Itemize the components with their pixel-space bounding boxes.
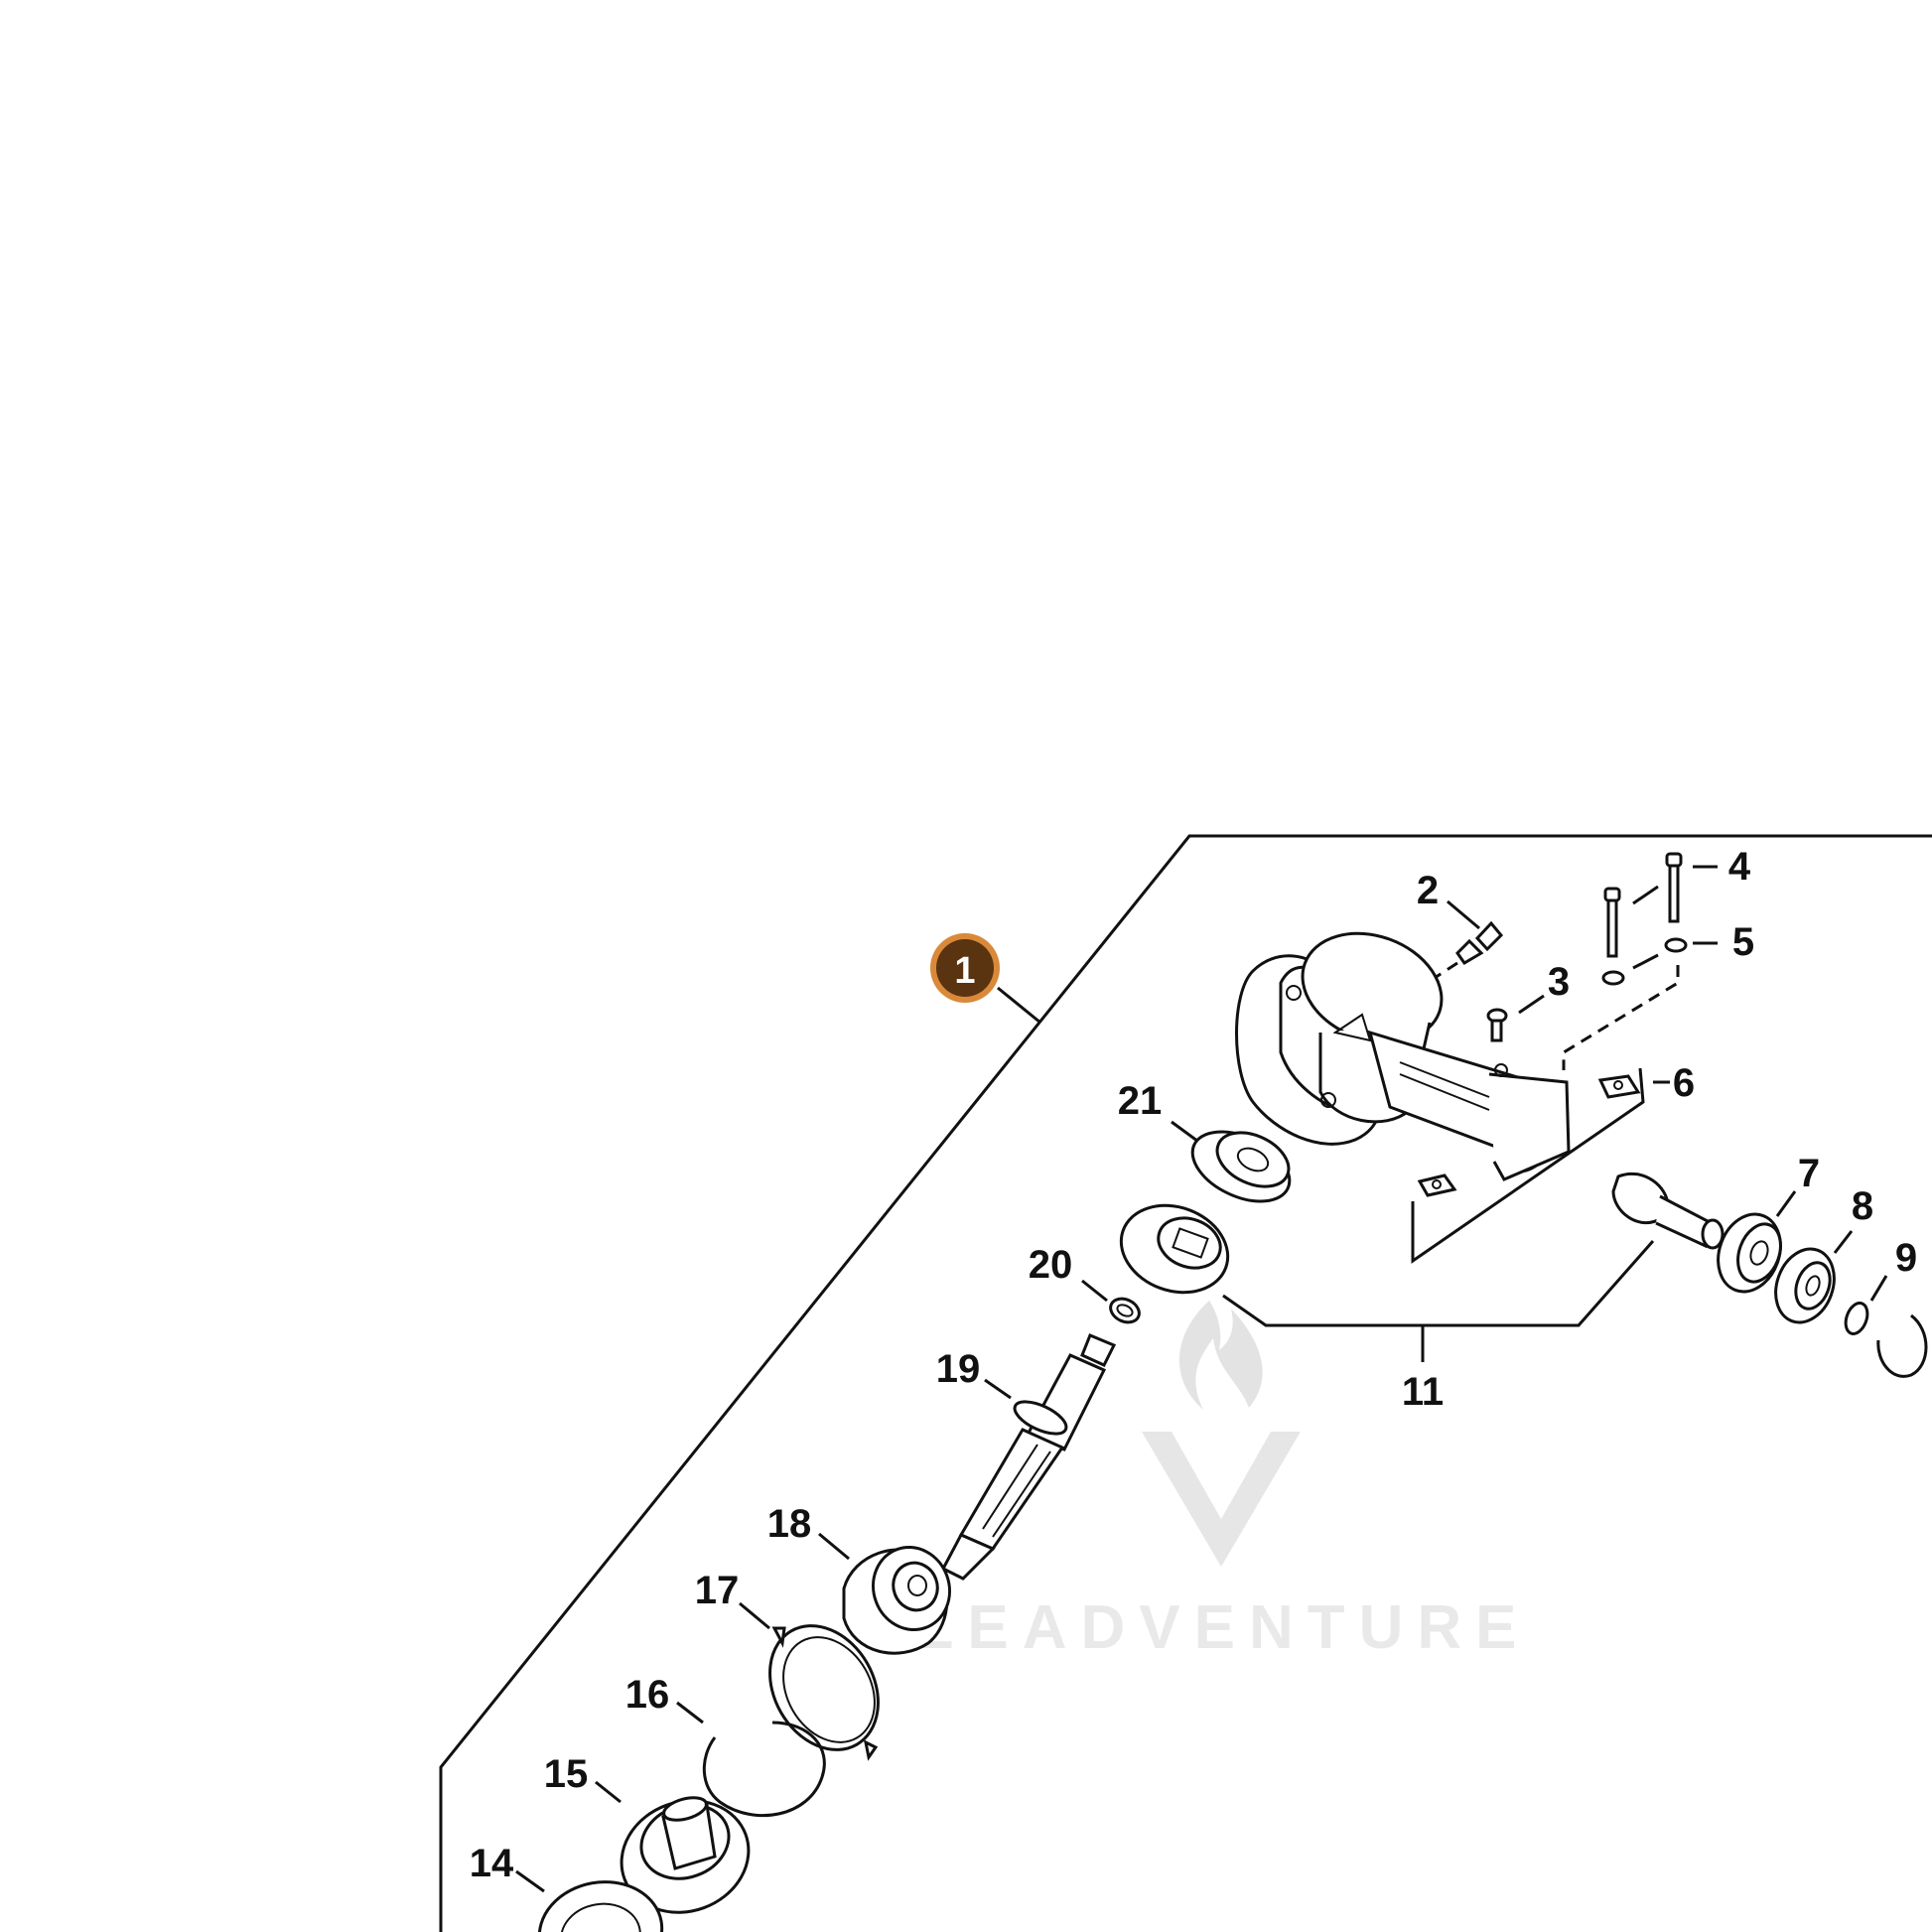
leader-7: [1775, 1190, 1797, 1217]
badge-leader: [997, 986, 1041, 1025]
callout-3: 3: [1548, 960, 1570, 1004]
leader-14: [515, 1869, 545, 1893]
leader-8: [1833, 1230, 1854, 1254]
callout-11: 11: [1402, 1370, 1444, 1414]
badge-number: 1: [954, 950, 975, 992]
leader-3: [1518, 994, 1545, 1015]
callout-15: 15: [544, 1752, 589, 1796]
callout-5: 5: [1732, 920, 1754, 964]
part-14-disc[interactable]: [531, 1872, 669, 1932]
bracket-11: [1222, 1240, 1655, 1327]
leader-4b: [1632, 885, 1659, 905]
leader-16: [676, 1701, 704, 1725]
retaining-ring-right: [1876, 1313, 1928, 1378]
callout-16: 16: [625, 1673, 670, 1717]
part-15-flange[interactable]: [606, 1783, 764, 1930]
part-11-bevel-gear[interactable]: [1109, 1191, 1240, 1308]
part-21-bearing[interactable]: [1181, 1118, 1301, 1215]
bracket-6: [1411, 1067, 1645, 1264]
part-5-washers[interactable]: [1601, 937, 1688, 986]
leader-2: [1447, 899, 1480, 930]
watermark: LEADVENTURE: [915, 1301, 1530, 1662]
part-18-bearing[interactable]: [842, 1537, 961, 1655]
part-8-bearing[interactable]: [1766, 1241, 1845, 1331]
leader-17: [739, 1601, 770, 1630]
callout-7: 7: [1798, 1152, 1820, 1195]
part-20-ring[interactable]: [1107, 1295, 1143, 1327]
callout-4: 4: [1728, 845, 1751, 889]
part-3-screw[interactable]: [1486, 1008, 1508, 1042]
leader-5b: [1632, 953, 1659, 970]
callout-2: 2: [1417, 869, 1439, 912]
part-9-circlip[interactable]: [1842, 1301, 1871, 1337]
leader-19: [984, 1378, 1012, 1400]
part-16-circlip[interactable]: [702, 1721, 826, 1818]
callout-9: 9: [1895, 1236, 1917, 1280]
part-11-pinion[interactable]: [1611, 1172, 1725, 1250]
callout-20: 20: [1029, 1243, 1073, 1287]
callout-18: 18: [767, 1502, 812, 1546]
callout-19: 19: [936, 1347, 981, 1391]
assembly-dashline: [1562, 965, 1680, 1070]
part-17-disc[interactable]: [749, 1606, 900, 1769]
callout-8: 8: [1852, 1184, 1873, 1228]
leader-15: [595, 1780, 621, 1804]
part-6-clamps[interactable]: [1417, 1074, 1641, 1197]
watermark-flame-icon: [1178, 1301, 1263, 1410]
gear-housing[interactable]: [1235, 915, 1573, 1181]
part-19-shaft[interactable]: [940, 1333, 1117, 1581]
leader-18: [818, 1532, 850, 1561]
leader-20: [1081, 1279, 1108, 1303]
callout-14: 14: [470, 1842, 514, 1885]
assembly-frame: [439, 834, 1932, 1932]
callout-17: 17: [695, 1569, 740, 1612]
callout-6: 6: [1673, 1061, 1695, 1105]
watermark-text: LEADVENTURE: [915, 1593, 1530, 1662]
assembly-badge[interactable]: 1: [930, 933, 1000, 1003]
part-4-bolts[interactable]: [1603, 852, 1683, 958]
part-7-bearing[interactable]: [1708, 1205, 1791, 1301]
leader-9: [1869, 1275, 1888, 1302]
callout-21: 21: [1118, 1079, 1163, 1123]
watermark-v-icon: [1142, 1432, 1301, 1567]
part-2-screw[interactable]: [1434, 920, 1504, 980]
